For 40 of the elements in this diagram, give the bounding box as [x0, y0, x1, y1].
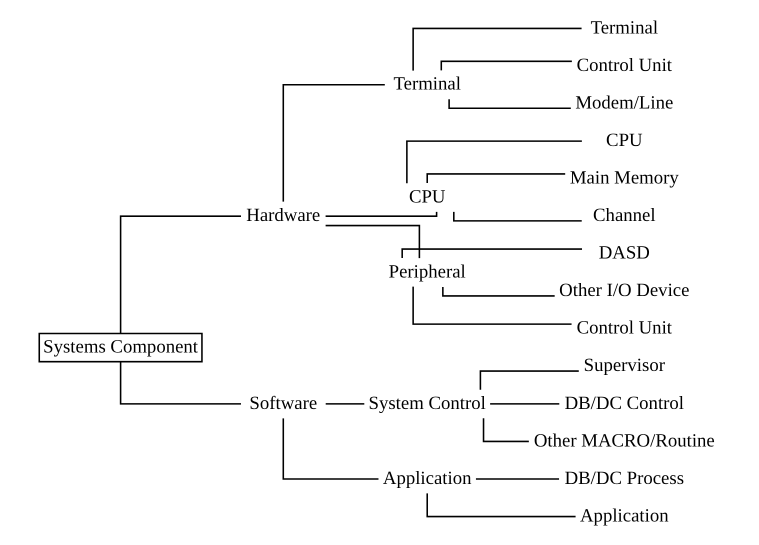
connector — [406, 140, 582, 184]
node-text: Control Unit — [576, 318, 672, 339]
connector — [326, 224, 420, 258]
node-text: DASD — [598, 242, 650, 264]
node-text: Peripheral — [388, 261, 466, 282]
node-text: CPU — [408, 186, 446, 208]
node-text: DB/DC Control — [564, 392, 684, 414]
node-text: CPU — [606, 130, 643, 151]
connector — [326, 403, 364, 405]
connector — [412, 28, 582, 71]
connector — [282, 418, 378, 480]
node-text: DB/DC Process — [564, 468, 684, 489]
connector — [120, 215, 241, 334]
connector — [426, 493, 576, 518]
node-text: Hardware — [246, 205, 320, 226]
node-text: Control Unit — [576, 54, 672, 76]
connector — [453, 212, 582, 222]
node-text: Terminal — [590, 17, 658, 38]
node-text: Application — [382, 468, 472, 489]
node-text: Terminal — [393, 74, 461, 95]
node-box: Systems Component — [38, 332, 203, 362]
node-text: Other MACRO/Routine — [534, 430, 715, 452]
node-text: Software — [249, 392, 318, 414]
connector — [282, 84, 385, 202]
connector — [426, 173, 566, 183]
connector — [482, 418, 529, 442]
connector — [401, 248, 582, 258]
node-text: Main Memory — [570, 167, 679, 188]
connector — [490, 403, 560, 405]
node-text: Other I/O Device — [559, 280, 690, 302]
node-text: Modem/Line — [575, 92, 674, 114]
node-text: System Control — [368, 392, 486, 414]
connector — [476, 478, 560, 480]
node-text: Application — [580, 505, 669, 526]
node-text: Channel — [593, 205, 656, 226]
connector — [412, 286, 572, 325]
node-text: Supervisor — [584, 355, 665, 376]
connector — [120, 362, 241, 405]
connector — [326, 212, 438, 217]
connector — [480, 370, 579, 390]
